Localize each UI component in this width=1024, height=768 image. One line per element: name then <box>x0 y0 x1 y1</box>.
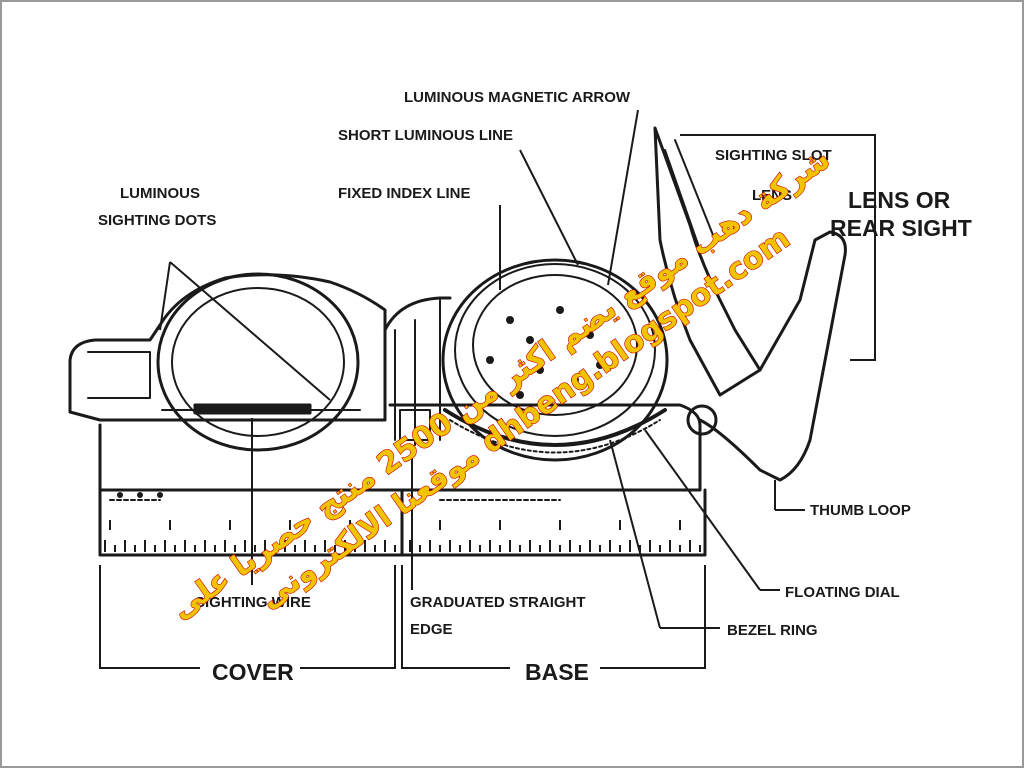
label-short-luminous-line: SHORT LUMINOUS LINE <box>338 127 513 144</box>
label-sighting-slot-1: SIGHTING SLOT <box>715 147 832 164</box>
floating-dial-ring <box>472 274 638 416</box>
ruler-ticks <box>104 520 701 552</box>
label-sighting-wire: SIGHTING WIRE <box>195 594 311 611</box>
compass-base <box>98 403 702 492</box>
label-sighting-slot-2: LENS <box>752 187 792 204</box>
leader-lines <box>99 109 876 669</box>
label-luminous-magnetic-arrow: LUMINOUS MAGNETIC ARROW <box>404 89 631 106</box>
label-base: BASE <box>525 659 589 685</box>
thumb-loop-pivot <box>686 404 718 436</box>
label-thumb-loop: THUMB LOOP <box>810 502 911 519</box>
watermark: شركة دهب موقع يضم اكثر من 2500 منتج حصري… <box>164 141 837 627</box>
label-bezel-ring: BEZEL RING <box>727 622 818 639</box>
cover-window <box>156 272 360 452</box>
dial-markings <box>117 306 604 498</box>
label-luminous-sighting-dots-2: SIGHTING DOTS <box>98 212 216 229</box>
compass-housing <box>441 258 669 462</box>
label-graduated-straight-edge-1: GRADUATED STRAIGHT <box>410 594 586 611</box>
rear-sight <box>653 126 762 397</box>
label-fixed-index-line: FIXED INDEX LINE <box>338 185 471 202</box>
bezel-ring-edge <box>443 408 667 447</box>
label-luminous-sighting-dots-1: LUMINOUS <box>120 185 200 202</box>
label-floating-dial: FLOATING DIAL <box>785 584 900 601</box>
label-lens-or-rear-sight-2: REAR SIGHT <box>830 215 972 241</box>
label-lens-or-rear-sight-1: LENS OR <box>848 187 951 213</box>
sighting-wire-slot <box>193 403 312 415</box>
label-graduated-straight-edge-2: EDGE <box>410 621 453 638</box>
thumb-loop-wire <box>698 230 847 482</box>
label-cover: COVER <box>212 659 294 685</box>
